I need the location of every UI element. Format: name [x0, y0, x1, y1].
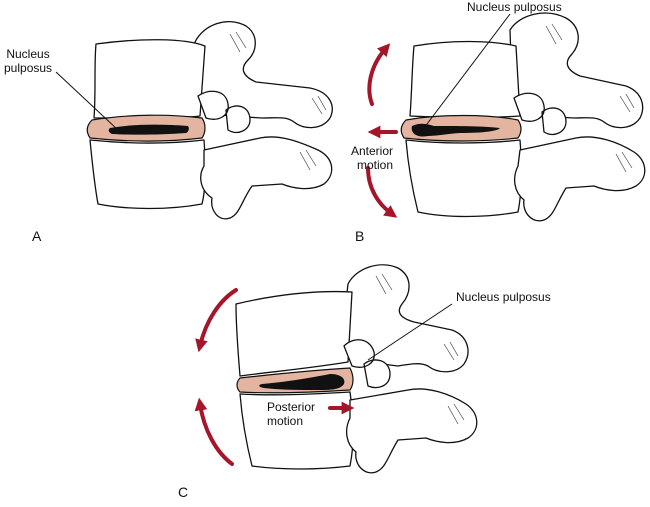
panel-c-upper-posterior-elements [341, 264, 469, 373]
panel-b-lower-body [405, 139, 522, 218]
panel-b-arrow-up [367, 43, 391, 106]
panel-b-letter: B [355, 228, 365, 244]
panel-b-lower-posterior-elements [513, 136, 646, 222]
panel-c-arrow-upper [195, 288, 238, 353]
panel-a-hatch-lower [299, 149, 317, 171]
panel-a-facets [197, 90, 251, 134]
panel-c-nucleus [259, 374, 345, 390]
panel-b-hatch [545, 23, 635, 113]
panel-a-lower-posterior-elements [200, 136, 333, 220]
panel-b-motion-label: Anterior motion [351, 144, 394, 172]
panel-c-lower-posterior-elements [345, 388, 478, 474]
panel-c-facets [343, 339, 391, 389]
panel-c-nucleus-label: Nucleus pulposus [456, 290, 551, 304]
panel-c-lower-body [239, 391, 354, 470]
panel-c-upper-body [235, 290, 353, 377]
panel-c-drawing [194, 264, 478, 474]
panel-b-nucleus [411, 123, 500, 137]
panel-c-letter: C [178, 484, 189, 500]
panel-a-nucleus-label: Nucleus pulposus [4, 47, 53, 75]
panel-b-facets [513, 92, 567, 136]
panel-a-upper-posterior-elements [194, 21, 333, 129]
panel-c-arrow-lower [194, 397, 234, 466]
panel-b-upper-posterior-elements [509, 12, 644, 129]
panel-b-nucleus-leader [423, 13, 511, 129]
panel-b-hatch-lower [615, 151, 633, 173]
panel-c-hatch [375, 273, 459, 361]
panel-a-letter: A [32, 228, 42, 244]
panel-c-motion-label: Posterior motion [267, 400, 316, 428]
panel-a-nucleus-leader [55, 71, 119, 131]
panel-a-hatch [229, 31, 327, 115]
panel-b-arrow-down [366, 166, 398, 218]
panel-a-nucleus [108, 124, 189, 135]
panel-b-drawing [366, 12, 646, 222]
panel-a-lower-body [89, 139, 206, 210]
panel-b-upper-body [409, 40, 521, 119]
panel-a-upper-body [93, 39, 206, 119]
panel-a-drawing [55, 21, 333, 220]
panel-b-nucleus-label: Nucleus pulposus [467, 0, 562, 14]
panel-c-hatch-lower [447, 403, 465, 425]
panel-c-nucleus-leader [367, 303, 453, 361]
